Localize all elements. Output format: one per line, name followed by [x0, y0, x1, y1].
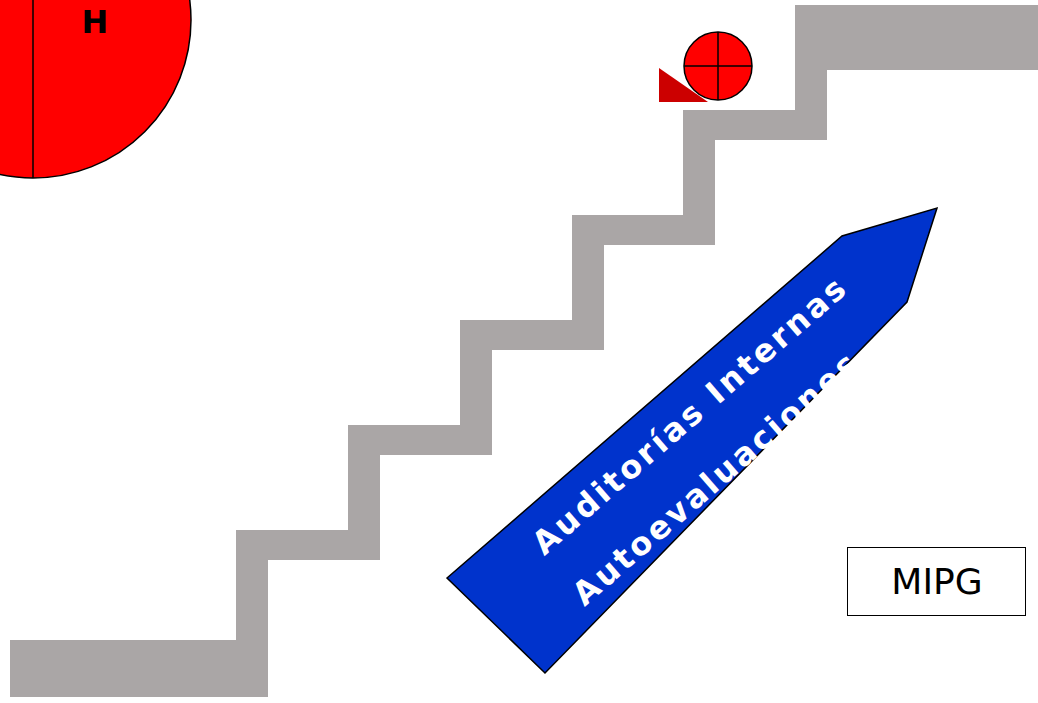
node-text: H	[82, 6, 109, 38]
stair-landing	[10, 640, 268, 697]
rolling-ball	[684, 32, 752, 100]
ball	[684, 32, 752, 100]
circle-divider	[32, 0, 34, 178]
node-text: MIPG	[891, 564, 982, 600]
circle-outline	[0, 0, 191, 178]
stair-top-landing	[795, 5, 1038, 70]
arrow-outline	[447, 208, 937, 673]
cycle-circle: H	[0, 0, 193, 180]
label-box: MIPG	[847, 547, 1026, 616]
ball-cross	[717, 32, 719, 100]
